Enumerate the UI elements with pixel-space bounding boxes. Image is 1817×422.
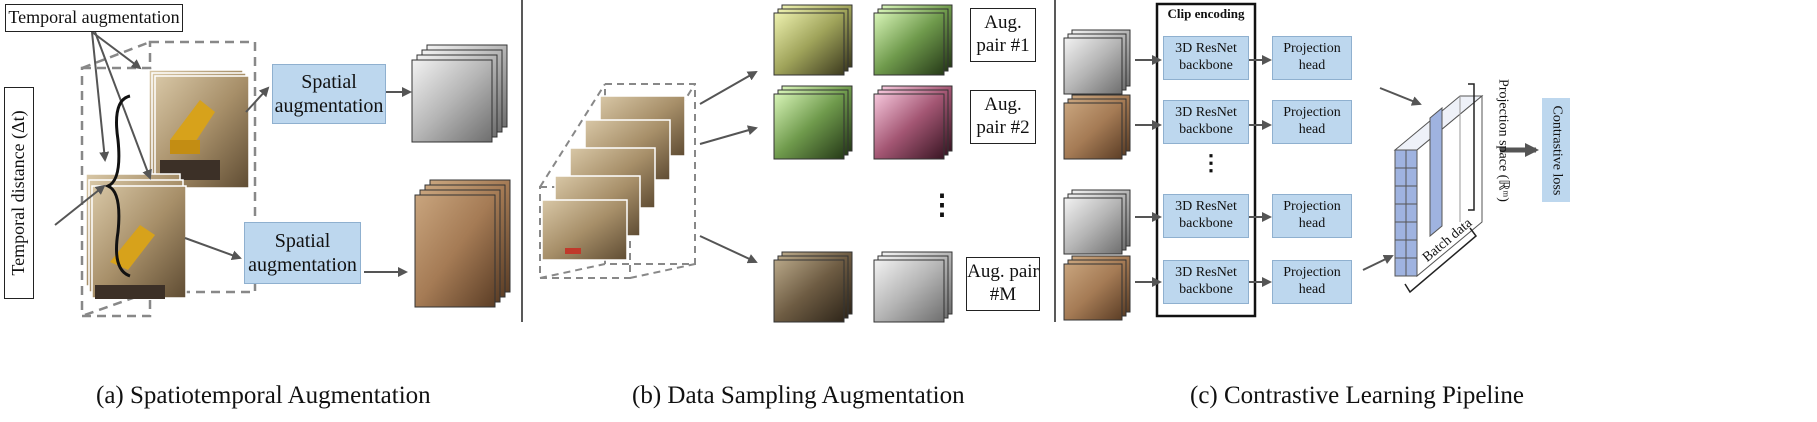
aug-pair-m-label: Aug. pair #M — [966, 257, 1040, 311]
arrow-to-spatial-2 — [184, 237, 242, 260]
encoder-ellipsis: ⋮ — [1200, 150, 1222, 175]
temporal-distance-arrow — [54, 184, 106, 226]
clip-encoding-frame — [1155, 2, 1257, 318]
pair-1-clips — [773, 4, 953, 76]
batch-data-cube — [1393, 94, 1484, 278]
arrow-to-spatial-1 — [245, 86, 270, 113]
clip-later — [148, 69, 250, 189]
temporal-distance-label: Temporal distance (Δt) — [4, 87, 34, 299]
projection-head-box-2: Projection head — [1272, 100, 1352, 144]
projection-space-label: Projection space (ℝᵐ) — [1495, 79, 1511, 202]
output-clip-warm — [414, 179, 511, 308]
pair-m-clips — [773, 251, 953, 323]
pair-2-clips — [773, 85, 953, 160]
projection-head-box-1: Projection head — [1272, 36, 1352, 80]
input-clips — [1063, 29, 1131, 321]
output-clip-gray — [411, 44, 508, 143]
spatial-aug-box-1: Spatial augmentation — [272, 64, 386, 124]
caption-b: (b) Data Sampling Augmentation — [632, 382, 965, 409]
caption-a: (a) Spatiotemporal Augmentation — [96, 382, 431, 409]
caption-c: (c) Contrastive Learning Pipeline — [1190, 382, 1524, 409]
spatial-aug-box-2: Spatial augmentation — [244, 222, 361, 284]
temporal-aug-label: Temporal augmentation — [5, 4, 183, 32]
temporal-aug-arrows — [91, 31, 152, 180]
temporal-brace — [104, 94, 131, 278]
projection-head-box-4: Projection head — [1272, 260, 1352, 304]
contrastive-loss-label: Contrastive loss — [1549, 105, 1565, 195]
projection-space-bracket — [1468, 83, 1475, 211]
clip-earlier — [85, 173, 187, 299]
aug-pair-2-label: Aug. pair #2 — [970, 90, 1036, 144]
batch-data-bracket — [1404, 227, 1478, 294]
contrastive-loss-box: Contrastive loss — [1542, 98, 1570, 202]
aug-pair-1-label: Aug. pair #1 — [970, 8, 1036, 62]
sampling-arrows — [699, 71, 758, 264]
backbone-box-4: 3D ResNet backbone — [1163, 260, 1249, 304]
source-clip-stack — [539, 83, 696, 279]
pairs-ellipsis: ⋮ — [928, 190, 956, 221]
encoder-arrows — [1135, 55, 1422, 287]
clip-encoding-title: Clip encoding — [1167, 6, 1245, 21]
backbone-box-3: 3D ResNet backbone — [1163, 194, 1249, 238]
backbone-box-1: 3D ResNet backbone — [1163, 36, 1249, 80]
projection-head-box-3: Projection head — [1272, 194, 1352, 238]
backbone-box-2: 3D ResNet backbone — [1163, 100, 1249, 144]
